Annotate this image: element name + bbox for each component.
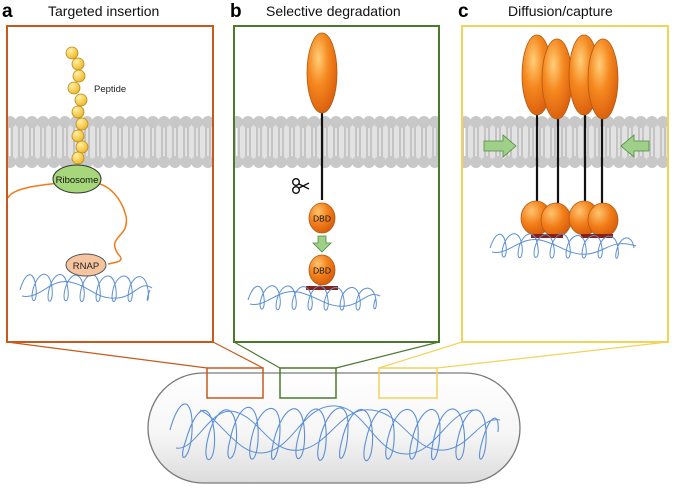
- dbd-label-upper: DBD: [313, 214, 331, 224]
- transmembrane-protein-b: [306, 32, 338, 114]
- membrane-c: [462, 116, 668, 168]
- membrane-b: [234, 116, 439, 168]
- bacterial-cell: [147, 372, 521, 484]
- panel-b: DBD DBD: [233, 25, 440, 343]
- zoom-connector-lines: [6, 341, 669, 369]
- cell-zoom-box-c: [378, 367, 438, 399]
- cell-zoom-box-b: [279, 367, 337, 399]
- rnap-enzyme: [65, 253, 107, 277]
- binding-site-b: [306, 286, 338, 290]
- arrow-left-icon: [620, 134, 650, 158]
- panel-a-letter: a: [2, 1, 13, 22]
- panel-c-title: Diffusion/capture: [508, 3, 613, 19]
- dbd-proteins-c: [520, 200, 619, 238]
- transmembrane-proteins-c: [521, 34, 619, 120]
- ribosome: [52, 164, 102, 194]
- panel-c: [461, 25, 669, 343]
- cell-dna-strand: [169, 403, 499, 462]
- arrow-down-icon: [312, 235, 332, 253]
- arrow-right-icon: [483, 134, 517, 158]
- panel-c-letter: c: [458, 1, 469, 22]
- peptide-label: Peptide: [94, 84, 126, 95]
- membrane-a: [7, 116, 213, 168]
- scissors-icon: [291, 177, 310, 194]
- rnap-label: RNAP: [73, 261, 99, 272]
- cell-zoom-box-a: [206, 367, 264, 399]
- peptide-chain: [65, 46, 89, 165]
- dbd-protein-lower: [308, 254, 336, 286]
- dbd-label-lower: DBD: [313, 266, 331, 276]
- panel-a: RNAP Peptide Ribosome: [6, 25, 214, 343]
- ribosome-label: Ribosome: [56, 175, 99, 186]
- dbd-protein-upper: [308, 202, 336, 234]
- panel-b-letter: b: [230, 1, 242, 22]
- binding-site-c1: [531, 234, 563, 238]
- panel-a-title: Targeted insertion: [48, 3, 160, 19]
- panel-b-title: Selective degradation: [266, 3, 401, 19]
